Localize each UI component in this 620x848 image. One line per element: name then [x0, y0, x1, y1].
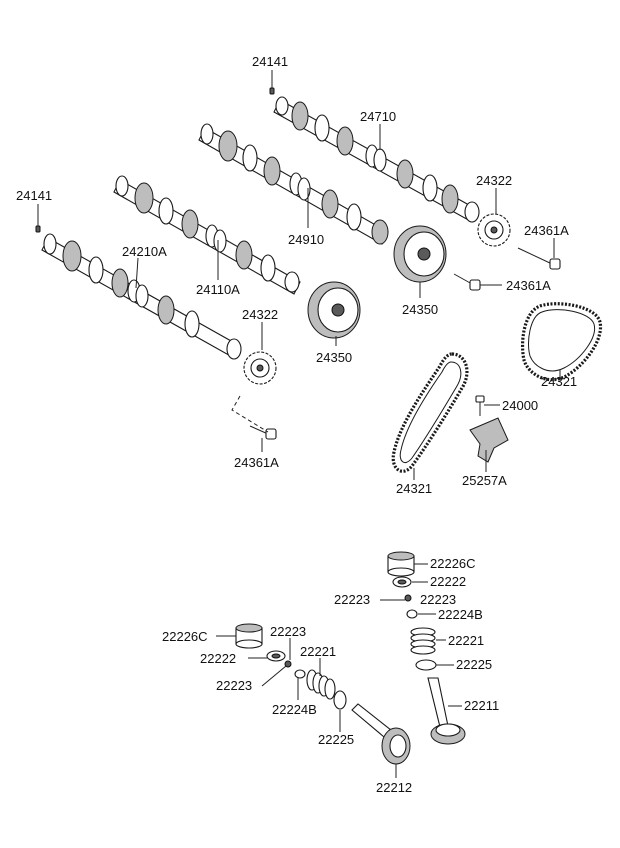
- timing-chain-24321-left: [391, 352, 469, 473]
- label-22223-left-a: 22223: [270, 624, 306, 639]
- label-22223-right-b: 22223: [420, 592, 456, 607]
- camshaft-24210a: [41, 233, 242, 360]
- label-24361a-right: 24361A: [524, 223, 569, 238]
- label-22224b-left: 22224B: [272, 702, 317, 717]
- camshaft-24110a: [113, 175, 301, 295]
- retainer-22222-right-inner: [397, 579, 407, 585]
- label-22221-left: 22221: [300, 644, 336, 659]
- cotter-22223-right: [404, 594, 412, 602]
- pin-24141-top: [269, 87, 275, 95]
- sprocket-24322-left: [243, 351, 277, 385]
- label-24141-left: 24141: [16, 188, 52, 203]
- label-22223-left-b: 22223: [216, 678, 252, 693]
- spring-22221-right: [410, 627, 436, 655]
- label-24141-top: 24141: [252, 54, 288, 69]
- valve-22212: [351, 703, 411, 765]
- seal-22224b-left: [294, 669, 306, 679]
- label-22224b-right: 22224B: [438, 607, 483, 622]
- leader-lines: [37, 70, 561, 778]
- label-22225-left: 22225: [318, 732, 354, 747]
- valve-22211: [427, 677, 466, 745]
- valve-lifter-22226c-left: [235, 623, 263, 649]
- label-22226c-left: 22226C: [162, 629, 208, 644]
- label-24710: 24710: [360, 109, 396, 124]
- valve-lifter-22226c-right: [387, 551, 415, 577]
- label-24321-left: 24321: [396, 481, 432, 496]
- label-22212: 22212: [376, 780, 412, 795]
- chain-guide-25257a: [469, 417, 509, 463]
- cvvt-unit-24350-right: [393, 225, 447, 283]
- label-22225-right: 22225: [456, 657, 492, 672]
- label-24000: 24000: [502, 398, 538, 413]
- label-24910: 24910: [288, 232, 324, 247]
- label-24110a: 24110A: [196, 282, 240, 297]
- cvvt-unit-24350-left: [307, 281, 361, 339]
- camshaft-24710: [273, 96, 480, 223]
- label-25257a: 25257A: [462, 473, 507, 488]
- bolt-24361a-mid: [453, 273, 481, 291]
- bolt-24361a-left: [249, 425, 277, 440]
- bolt-24000: [475, 395, 485, 416]
- seat-22225-left: [333, 690, 347, 710]
- label-24361a-mid: 24361A: [506, 278, 551, 293]
- label-22222-left: 22222: [200, 651, 236, 666]
- label-24321-right: 24321: [541, 374, 577, 389]
- label-24322-right: 24322: [476, 173, 512, 188]
- cotter-22223-left: [284, 660, 292, 668]
- label-22222-right: 22222: [430, 574, 466, 589]
- timing-chain-24321-right: [520, 302, 603, 382]
- seat-22225-right: [415, 659, 437, 671]
- label-22211: 22211: [464, 698, 499, 713]
- label-24350-right: 24350: [402, 302, 438, 317]
- label-22226c-right: 22226C: [430, 556, 476, 571]
- seal-22224b-right: [406, 609, 418, 619]
- label-24350-left: 24350: [316, 350, 352, 365]
- bolt-24361a-right: [517, 247, 561, 270]
- label-24361a-left: 24361A: [234, 455, 279, 470]
- label-22221-right: 22221: [448, 633, 484, 648]
- label-24210a: 24210A: [122, 244, 167, 259]
- camshaft-24910: [198, 123, 389, 245]
- sprocket-24322-right: [477, 213, 511, 247]
- pin-24141-left: [35, 225, 41, 233]
- label-22223-right-a: 22223: [334, 592, 370, 607]
- retainer-22222-left-inner: [271, 653, 281, 659]
- part-number-labels: 24141 24710 24322 24361A 24910 24141 242…: [16, 54, 577, 795]
- label-24322-left: 24322: [242, 307, 278, 322]
- spring-22221-left: [306, 669, 336, 700]
